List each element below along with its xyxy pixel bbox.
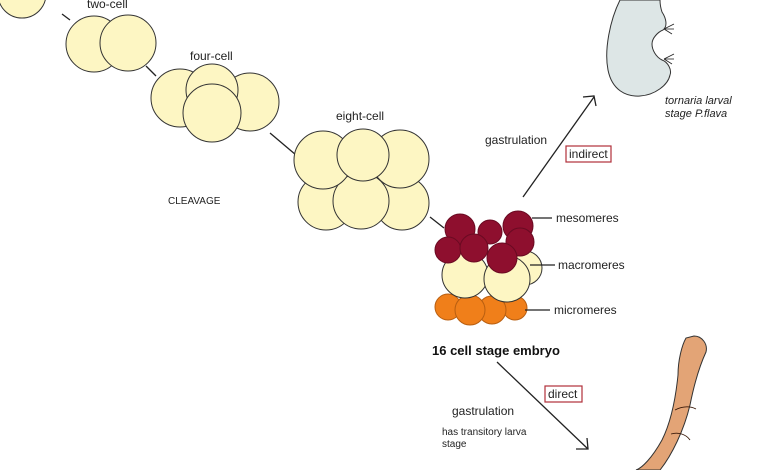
indirect-gastrulation-label: gastrulation: [485, 133, 547, 147]
direct-box: [544, 385, 583, 403]
eight-cell-label: eight-cell: [336, 109, 384, 123]
direct-label: direct: [548, 387, 578, 401]
direct-arrowhead: [576, 437, 589, 450]
sixteen-cell-embryo: [434, 210, 543, 326]
juvenile-worm-shape: [635, 335, 707, 470]
connector-line: [61, 13, 71, 21]
two-cell-label: two-cell: [87, 0, 128, 11]
four-cell-label: four-cell: [190, 49, 233, 63]
macromeres-label: macromeres: [558, 258, 625, 272]
cleavage-label: CLEAVAGE: [168, 196, 221, 207]
worm-segment-line: [670, 432, 691, 441]
two-cell-embryo: [65, 14, 157, 73]
connector-line: [429, 216, 445, 229]
micromeres-label: micromeres: [554, 303, 617, 317]
four-cell-embryo: [150, 63, 280, 143]
mesomeres-label: mesomeres: [556, 211, 619, 225]
direct-gastrulation-label: gastrulation: [452, 404, 514, 418]
one-cell-embryo: [0, 0, 46, 19]
transitory-note-line2: stage: [442, 439, 467, 450]
tornaria-label-line1: tornaria larval: [665, 95, 732, 107]
tornaria-label-line2: stage P.flava: [665, 108, 727, 120]
direct-arrow: [496, 361, 589, 450]
transitory-note-line1: has transitory larva: [442, 427, 527, 438]
connector-line: [269, 132, 297, 156]
connector-line: [145, 65, 157, 77]
indirect-arrowhead: [582, 95, 597, 107]
worm-segment-line: [674, 406, 697, 411]
indirect-arrow: [522, 96, 595, 198]
sixteen-cell-label: 16 cell stage embryo: [432, 343, 560, 358]
indirect-label: indirect: [569, 147, 608, 161]
mesomeres: [434, 210, 535, 274]
eight-cell-embryo: [293, 128, 430, 231]
indirect-box: [565, 145, 612, 163]
cilia-tuft: [663, 23, 675, 65]
tornaria-larva-shape: [606, 0, 671, 97]
